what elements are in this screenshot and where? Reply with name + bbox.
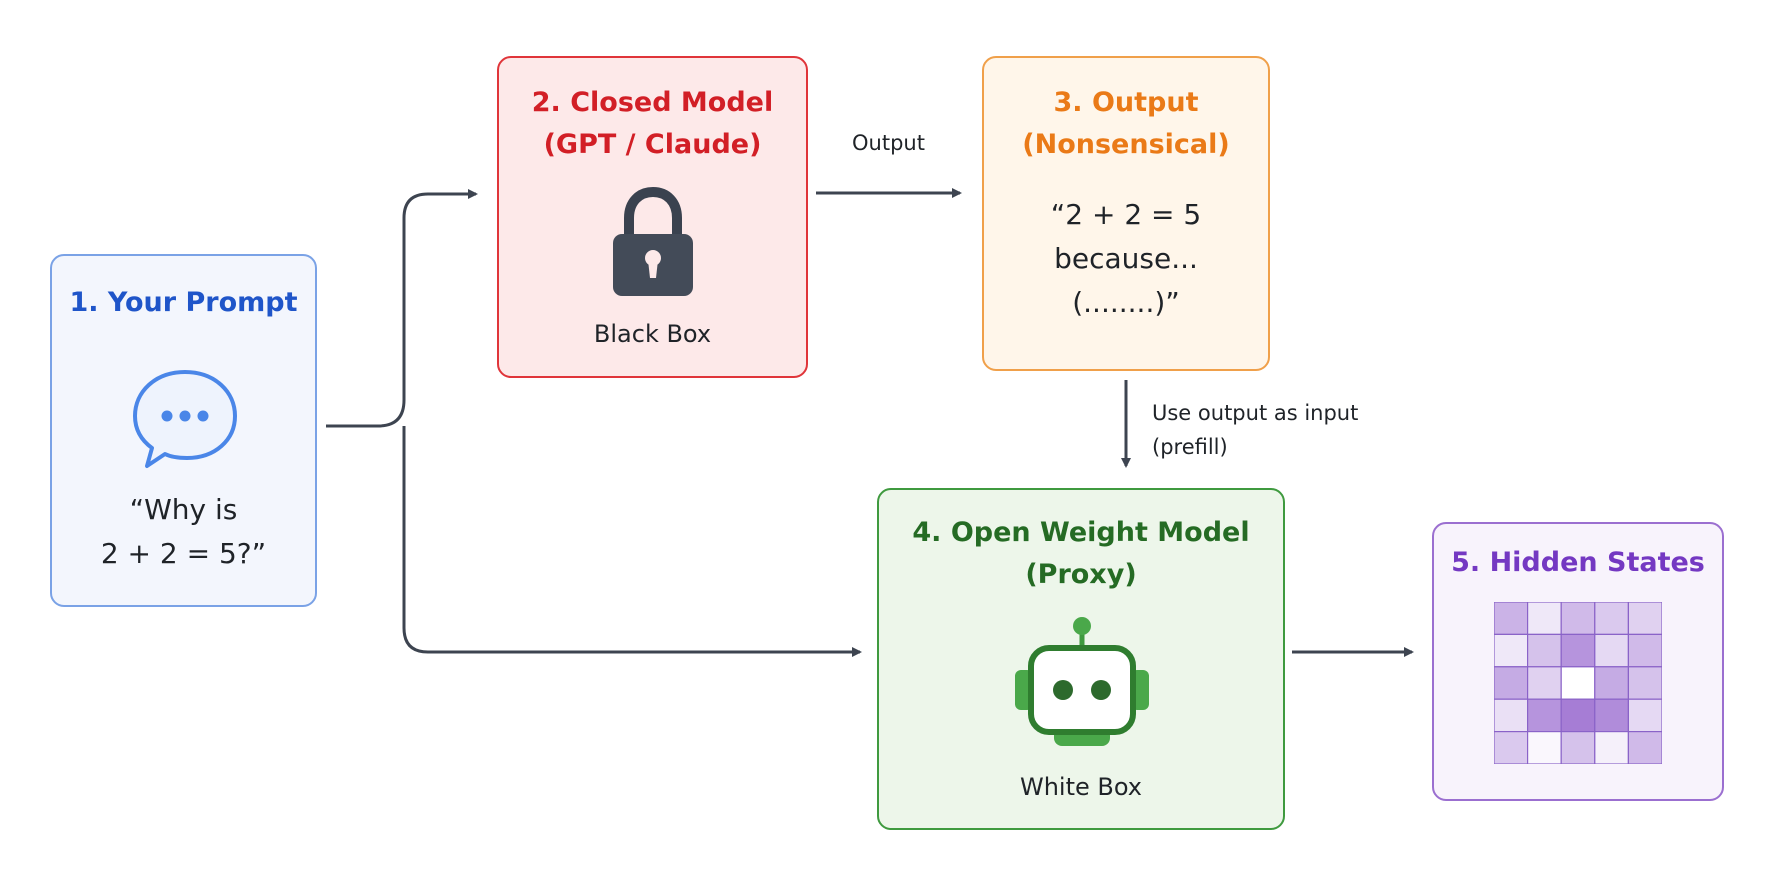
output-title: 3. Output (Nonsensical) [984,82,1268,166]
open-model-caption: White Box [1019,773,1143,801]
edge-label-prefill-line2: (prefill) [1152,435,1228,459]
edge-label-prefill-line1: Use output as input [1152,401,1359,425]
heatmap-cell [1560,666,1596,700]
heatmap-cell [1594,602,1630,636]
heatmap-cell [1627,633,1662,668]
output-title-line2: (Nonsensical) [1022,129,1230,160]
output-quote-line2: because... [1054,242,1198,275]
arrow-prompt-to-closed [326,189,478,428]
prompt-quote: “Why is 2 + 2 = 5?” [52,488,315,576]
edge-label-prefill: Use output as input (prefill) [1152,396,1358,464]
prompt-title: 1. Your Prompt [69,287,298,318]
heatmap-cell [1494,602,1529,636]
heatmap-cell [1627,602,1662,636]
heatmap-cell [1594,666,1630,700]
heatmap-cell [1494,698,1529,733]
heatmap-cell [1560,731,1596,764]
padlock-icon [613,186,693,296]
heatmap-cell [1560,633,1596,668]
heatmap-cell [1560,602,1596,636]
open-model-title: 4. Open Weight Model (Proxy) [879,512,1283,596]
heatmap-cell [1594,698,1630,733]
closed-model-title: 2. Closed Model (GPT / Claude) [499,82,806,166]
heatmap-cell [1627,731,1662,764]
hidden-states-box: 5. Hidden States [1432,522,1724,801]
edge-label-output: Output [852,131,925,155]
output-quote-line3: (........)” [1072,286,1180,319]
heatmap-cell [1494,731,1529,764]
closed-model-title-line2: (GPT / Claude) [543,129,762,160]
heatmap-cell [1526,602,1562,636]
heatmap-cell [1526,698,1562,733]
closed-model-title-line1: 2. Closed Model [531,87,774,118]
heatmap-cell [1494,633,1529,668]
prompt-quote-line2: 2 + 2 = 5?” [100,537,267,570]
heatmap-cell [1594,731,1630,764]
heatmap-grid-icon [1494,602,1662,764]
heatmap-cell [1627,666,1662,700]
open-model-box: 4. Open Weight Model (Proxy) White Box [877,488,1285,830]
open-model-title-line2: (Proxy) [1025,559,1137,590]
arrow-prompt-to-open [402,426,862,657]
open-model-title-line1: 4. Open Weight Model [912,517,1250,548]
heatmap-cell [1594,633,1630,668]
output-box: 3. Output (Nonsensical) “2 + 2 = 5 becau… [982,56,1270,371]
heatmap-cell [1526,731,1562,764]
robot-icon [1015,617,1149,746]
heatmap-cell [1494,666,1529,700]
output-quote: “2 + 2 = 5 because... (........)” [984,193,1268,325]
heatmap-cell [1560,698,1596,733]
prompt-quote-line1: “Why is [129,493,238,526]
output-title-line1: 3. Output [1053,87,1199,118]
heatmap-cell [1627,698,1662,733]
heatmap-cell [1526,666,1562,700]
closed-model-box: 2. Closed Model (GPT / Claude) Black Box [497,56,808,378]
closed-model-caption: Black Box [593,320,712,348]
hidden-states-title: 5. Hidden States [1451,547,1705,578]
heatmap-cell [1526,633,1562,668]
speech-bubble-icon [133,370,237,468]
output-quote-line1: “2 + 2 = 5 [1050,198,1202,231]
prompt-box: 1. Your Prompt “Why is 2 + 2 = 5?” [50,254,317,607]
